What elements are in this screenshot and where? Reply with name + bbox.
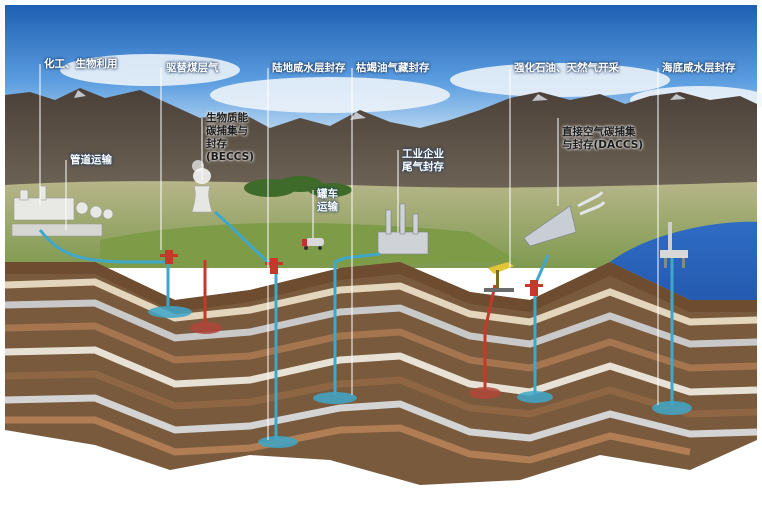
industrial-plant-icon bbox=[11, 185, 114, 237]
strata bbox=[4, 278, 758, 464]
label-depleted-oilgas: 枯竭油气藏封存 bbox=[356, 62, 430, 74]
earth-top-soil bbox=[5, 262, 757, 312]
label-industrial: 工业企业 尾气封存 bbox=[402, 148, 444, 173]
pump-jack-icon bbox=[484, 262, 514, 292]
label-chem-utilization: 化工、生物利用 bbox=[44, 58, 118, 70]
label-beccs: 生物质能 碳捕集与 封存 (BECCS) bbox=[206, 112, 254, 163]
forest-icon bbox=[244, 176, 352, 197]
label-enhanced-oilgas: 强化石油、天然气开采 bbox=[514, 62, 619, 74]
label-pipeline: 管道运输 bbox=[70, 154, 112, 166]
label-coalbed-methane: 驱替煤层气 bbox=[166, 62, 219, 74]
label-offshore-saline: 海底咸水层封存 bbox=[662, 62, 736, 74]
factory-icon bbox=[377, 203, 429, 255]
clouds bbox=[60, 54, 762, 114]
wellhead-icon bbox=[160, 250, 543, 296]
storage-plumes bbox=[148, 306, 692, 448]
label-tanker: 罐车 运输 bbox=[317, 188, 338, 213]
offshore-platform-icon bbox=[660, 222, 688, 268]
label-onshore-saline: 陆地咸水层封存 bbox=[272, 62, 346, 74]
label-daccs: 直接空气碳捕集 与封存(DACCS) bbox=[562, 126, 644, 151]
direct-air-capture-unit-icon bbox=[523, 191, 606, 247]
tanker-truck-icon bbox=[302, 238, 324, 250]
leader-lines bbox=[39, 64, 659, 440]
injection-well-red bbox=[483, 284, 497, 390]
